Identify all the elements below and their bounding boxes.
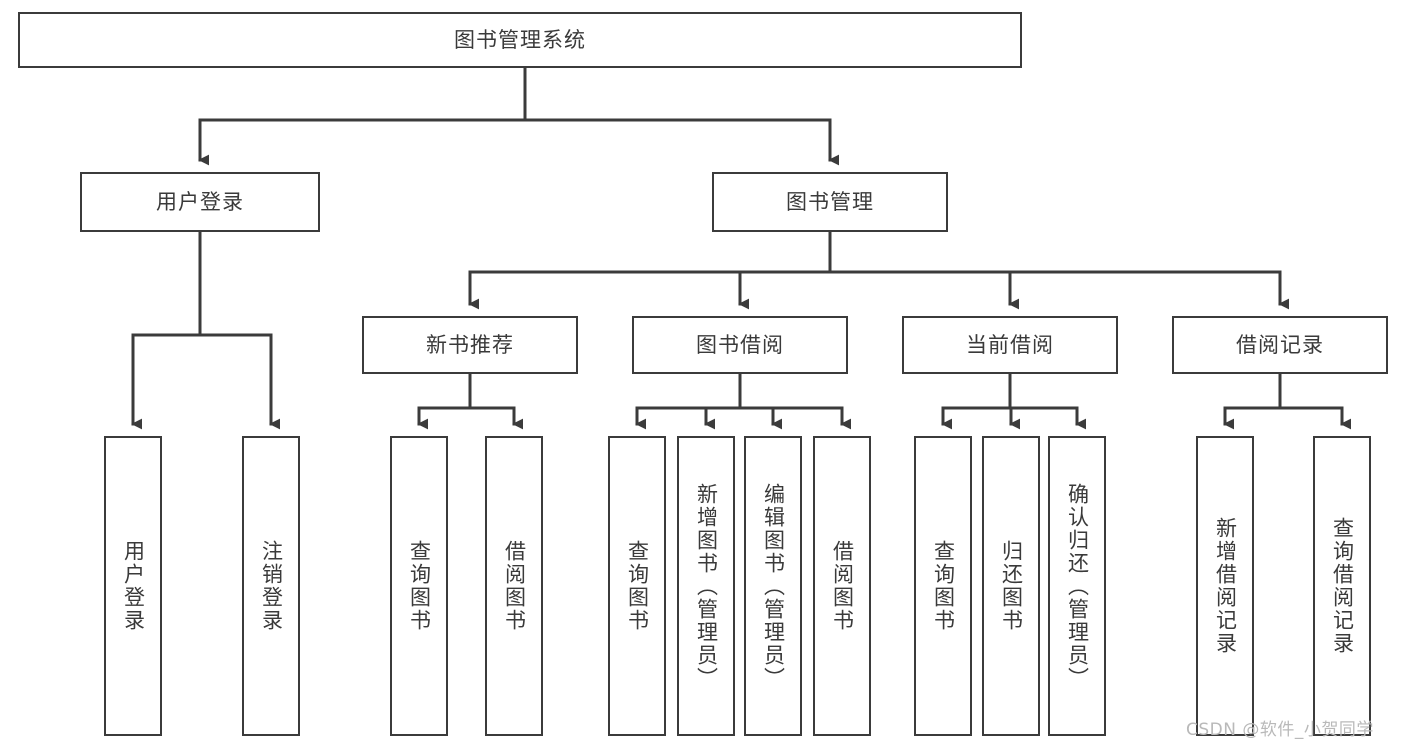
node-leaf-query-book-recommend-label: 查询图书 xyxy=(407,540,432,632)
node-book-manage[interactable]: 图书管理 xyxy=(712,172,948,232)
node-current-borrow-label: 当前借阅 xyxy=(966,332,1054,357)
node-user-login[interactable]: 用户登录 xyxy=(80,172,320,232)
node-leaf-add-book-label: 新增图书（管理员） xyxy=(694,482,719,690)
node-leaf-user-login-label: 用户登录 xyxy=(121,540,146,632)
node-leaf-edit-book[interactable]: 编辑图书（管理员） xyxy=(744,436,802,736)
node-book-borrow[interactable]: 图书借阅 xyxy=(632,316,848,374)
node-leaf-confirm-return[interactable]: 确认归还（管理员） xyxy=(1048,436,1106,736)
node-leaf-borrow-book-recommend-label: 借阅图书 xyxy=(502,540,527,632)
node-borrow-record-label: 借阅记录 xyxy=(1236,332,1324,357)
node-root[interactable]: 图书管理系统 xyxy=(18,12,1022,68)
node-leaf-add-borrow-record-label: 新增借阅记录 xyxy=(1213,517,1238,655)
node-user-login-label: 用户登录 xyxy=(156,189,244,214)
node-leaf-return-book-label: 归还图书 xyxy=(999,540,1024,632)
node-leaf-add-borrow-record[interactable]: 新增借阅记录 xyxy=(1196,436,1254,736)
node-leaf-borrow-book-recommend[interactable]: 借阅图书 xyxy=(485,436,543,736)
node-leaf-add-book[interactable]: 新增图书（管理员） xyxy=(677,436,735,736)
node-leaf-query-book-borrow[interactable]: 查询图书 xyxy=(608,436,666,736)
node-leaf-user-login[interactable]: 用户登录 xyxy=(104,436,162,736)
node-leaf-confirm-return-label: 确认归还（管理员） xyxy=(1065,482,1090,690)
node-leaf-query-book-current[interactable]: 查询图书 xyxy=(914,436,972,736)
node-leaf-query-borrow-record-label: 查询借阅记录 xyxy=(1330,517,1355,655)
node-leaf-return-book[interactable]: 归还图书 xyxy=(982,436,1040,736)
node-leaf-query-borrow-record[interactable]: 查询借阅记录 xyxy=(1313,436,1371,736)
csdn-watermark: CSDN @软件_小贺同学 xyxy=(1186,720,1374,740)
node-book-borrow-label: 图书借阅 xyxy=(696,332,784,357)
node-leaf-borrow-book[interactable]: 借阅图书 xyxy=(813,436,871,736)
node-leaf-query-book-recommend[interactable]: 查询图书 xyxy=(390,436,448,736)
node-new-book-recommend[interactable]: 新书推荐 xyxy=(362,316,578,374)
node-leaf-logout-login[interactable]: 注销登录 xyxy=(242,436,300,736)
node-leaf-query-book-borrow-label: 查询图书 xyxy=(625,540,650,632)
node-leaf-logout-login-label: 注销登录 xyxy=(259,540,284,632)
node-leaf-edit-book-label: 编辑图书（管理员） xyxy=(761,482,786,690)
node-current-borrow[interactable]: 当前借阅 xyxy=(902,316,1118,374)
node-book-manage-label: 图书管理 xyxy=(786,189,874,214)
node-leaf-borrow-book-label: 借阅图书 xyxy=(830,540,855,632)
node-leaf-query-book-current-label: 查询图书 xyxy=(931,540,956,632)
node-new-book-recommend-label: 新书推荐 xyxy=(426,332,514,357)
node-borrow-record[interactable]: 借阅记录 xyxy=(1172,316,1388,374)
node-root-label: 图书管理系统 xyxy=(454,27,586,52)
